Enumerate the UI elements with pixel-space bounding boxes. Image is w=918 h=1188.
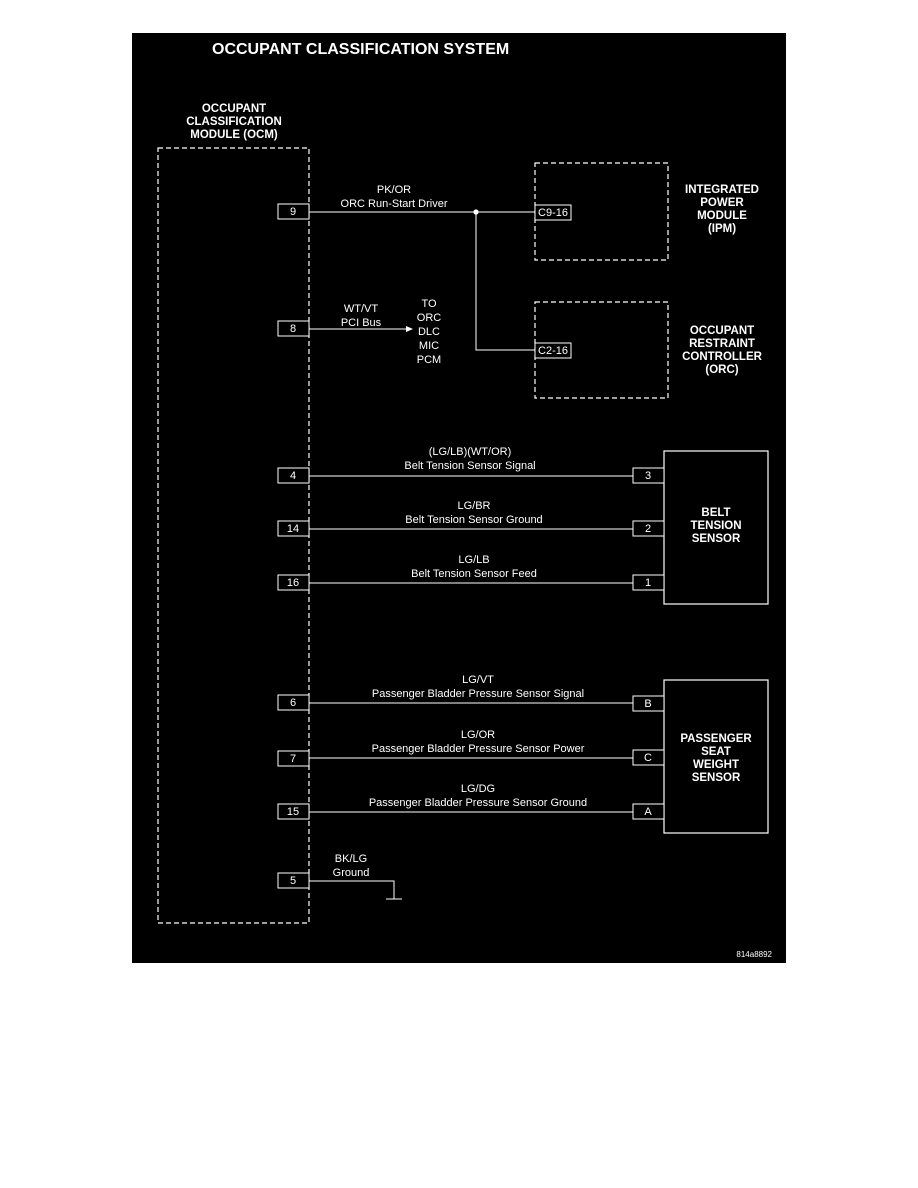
seat-pin-a: A: [644, 806, 652, 818]
belt-pin-1-box: [632, 574, 665, 591]
wire-16-color: LG/LB: [458, 554, 489, 566]
seat-pin-c: C: [644, 752, 652, 764]
ipm-name-line-1: INTEGRATED: [685, 184, 759, 196]
ocm-pin-7: 7: [290, 753, 296, 765]
wire-15: 15 A LG/DG Passenger Bladder Pressure Se…: [277, 783, 665, 820]
wire-6-desc: Passenger Bladder Pressure Sensor Signal: [372, 688, 584, 700]
diagram-background: [132, 33, 786, 963]
pci-dest-4: MIC: [419, 340, 439, 352]
wire-7-desc: Passenger Bladder Pressure Sensor Power: [372, 743, 585, 755]
seat-pin-b: B: [644, 698, 651, 710]
ipm-name-line-4: (IPM): [708, 223, 736, 235]
wire-7: 7 C LG/OR Passenger Bladder Pressure Sen…: [277, 729, 665, 767]
wire-9-branch-to-orc: [475, 212, 535, 351]
seat-sensor-name-line-1: PASSENGER: [680, 733, 752, 745]
seat-sensor-name-line-3: WEIGHT: [693, 759, 739, 771]
wire-14: 14 2 LG/BR Belt Tension Sensor Ground: [277, 500, 665, 537]
orc-connector-label: C2-16: [538, 345, 568, 357]
wire-15-color: LG/DG: [461, 783, 495, 795]
ocm-pin-15: 15: [287, 806, 299, 818]
belt-pin-3: 3: [645, 470, 651, 482]
ipm-name-line-3: MODULE: [697, 210, 747, 222]
wire-7-color: LG/OR: [461, 729, 495, 741]
orc-name-line-3: CONTROLLER: [682, 351, 763, 363]
belt-pin-3-box: [632, 467, 665, 484]
ocm-pin-8: 8: [290, 323, 296, 335]
belt-sensor-name-line-2: TENSION: [690, 520, 741, 532]
pci-dest-3: DLC: [418, 326, 440, 338]
pci-dest-2: ORC: [417, 312, 442, 324]
belt-sensor-name-line-3: SENSOR: [692, 533, 741, 545]
wire-14-color: LG/BR: [457, 500, 490, 512]
ocm-pin-16: 16: [287, 577, 299, 589]
wire-9: 9 PK/OR ORC Run-Start Driver: [277, 184, 535, 351]
ocm-pin-4: 4: [290, 470, 296, 482]
belt-pin-2: 2: [645, 523, 651, 535]
wire-16-desc: Belt Tension Sensor Feed: [411, 568, 537, 580]
wire-4-desc: Belt Tension Sensor Signal: [404, 460, 535, 472]
wire-4: 4 3 (LG/LB)(WT/OR) Belt Tension Sensor S…: [277, 446, 665, 484]
wire-15-desc: Passenger Bladder Pressure Sensor Ground: [369, 797, 587, 809]
seat-sensor-name-line-4: SENSOR: [692, 772, 741, 784]
orc-name-line-2: RESTRAINT: [689, 338, 755, 350]
ocm-pin-9: 9: [290, 206, 296, 218]
belt-tension-sensor: BELT TENSION SENSOR: [663, 450, 769, 605]
wire-9-desc: ORC Run-Start Driver: [341, 198, 448, 210]
figure-reference: 814a8892: [736, 950, 772, 959]
pci-arrow: [406, 326, 413, 332]
wire-8-desc: PCI Bus: [341, 317, 382, 329]
belt-pin-2-box: [632, 520, 665, 537]
diagram-title: OCCUPANT CLASSIFICATION SYSTEM: [212, 41, 509, 58]
pci-dest-1: TO: [421, 298, 437, 310]
ocm-name-line-3: MODULE (OCM): [190, 129, 278, 141]
orc-name-line-1: OCCUPANT: [690, 325, 754, 337]
pci-dest-5: PCM: [417, 354, 441, 366]
ipm-connector-label: C9-16: [538, 207, 568, 219]
ipm-name-line-2: POWER: [700, 197, 744, 209]
seat-pin-a-box: [632, 803, 665, 820]
ocm-pin-14: 14: [287, 523, 299, 535]
ocm-name-line-2: CLASSIFICATION: [186, 116, 282, 128]
wire-9-color: PK/OR: [377, 184, 411, 196]
wire-5: 5 BK/LG Ground: [277, 853, 402, 900]
seat-sensor-name-line-2: SEAT: [701, 746, 731, 758]
wire-5-desc: Ground: [333, 867, 370, 879]
belt-sensor-name-line-1: BELT: [701, 507, 730, 519]
orc-module: OCCUPANT RESTRAINT CONTROLLER (ORC) C2-1…: [534, 301, 763, 399]
ocm-name-line-1: OCCUPANT: [202, 103, 266, 115]
passenger-seat-weight-sensor: PASSENGER SEAT WEIGHT SENSOR: [663, 679, 769, 834]
seat-pin-c-box: [632, 749, 665, 766]
wire-5-color: BK/LG: [335, 853, 367, 865]
seat-pin-b-box: [632, 695, 665, 712]
wire-6: 6 B LG/VT Passenger Bladder Pressure Sen…: [277, 674, 665, 712]
belt-pin-1: 1: [645, 577, 651, 589]
orc-name-line-4: (ORC): [705, 364, 738, 376]
wire-8-color: WT/VT: [344, 303, 378, 315]
wire-8: 8 WT/VT PCI Bus TO ORC DLC MIC PCM: [277, 298, 442, 366]
wire-6-color: LG/VT: [462, 674, 494, 686]
wire-16: 16 1 LG/LB Belt Tension Sensor Feed: [277, 554, 665, 591]
wire-5-line: [309, 880, 395, 899]
ipm-module: INTEGRATED POWER MODULE (IPM) C9-16: [534, 162, 759, 261]
ocm-pin-6: 6: [290, 697, 296, 709]
wire-4-color: (LG/LB)(WT/OR): [429, 446, 512, 458]
wire-14-desc: Belt Tension Sensor Ground: [405, 514, 542, 526]
ocm-pin-5: 5: [290, 875, 296, 887]
